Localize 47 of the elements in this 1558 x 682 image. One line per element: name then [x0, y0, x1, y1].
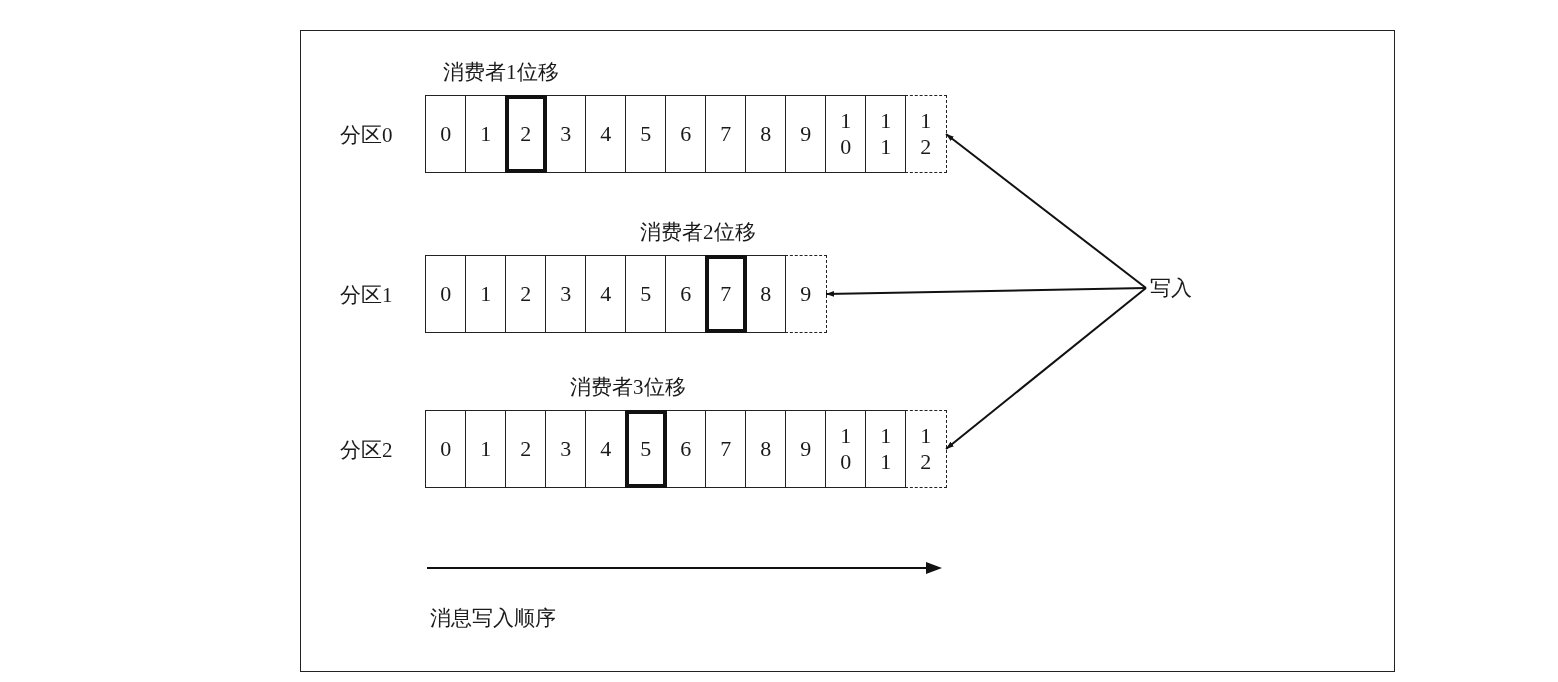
message-cell: 6 — [665, 410, 707, 488]
consumer-offset-label: 消费者2位移 — [640, 219, 756, 246]
message-cell: 4 — [585, 255, 627, 333]
message-cell: 1 — [465, 95, 507, 173]
offset-cell: 7 — [705, 255, 747, 333]
message-cell: 8 — [745, 410, 787, 488]
message-cell: 2 — [505, 410, 547, 488]
write-label: 写入 — [1150, 274, 1192, 302]
partition-label: 分区1 — [340, 282, 393, 309]
message-cell: 8 — [745, 95, 787, 173]
message-cell: 5 — [625, 255, 667, 333]
message-cell: 2 — [505, 255, 547, 333]
message-cell: 0 — [425, 95, 467, 173]
message-cell: 4 — [585, 95, 627, 173]
message-cell: 3 — [545, 95, 587, 173]
message-cell: 7 — [705, 95, 747, 173]
partition-label: 分区2 — [340, 437, 393, 464]
partition-label: 分区0 — [340, 122, 393, 149]
message-cell: 0 — [425, 410, 467, 488]
message-cell: 11 — [865, 410, 907, 488]
next-write-cell: 9 — [785, 255, 827, 333]
message-cell: 3 — [545, 410, 587, 488]
message-cell: 4 — [585, 410, 627, 488]
message-cell: 8 — [745, 255, 787, 333]
message-cell: 7 — [705, 410, 747, 488]
message-cell: 11 — [865, 95, 907, 173]
next-write-cell: 12 — [905, 410, 947, 488]
message-cell: 0 — [425, 255, 467, 333]
axis-label: 消息写入顺序 — [430, 605, 556, 632]
offset-cell: 5 — [625, 410, 667, 488]
consumer-offset-label: 消费者3位移 — [570, 374, 686, 401]
message-cell: 10 — [825, 95, 867, 173]
consumer-offset-label: 消费者1位移 — [443, 59, 559, 86]
message-cell: 3 — [545, 255, 587, 333]
message-cell: 9 — [785, 95, 827, 173]
next-write-cell: 12 — [905, 95, 947, 173]
arrow — [945, 133, 1147, 289]
offset-cell: 2 — [505, 95, 547, 173]
message-cell: 1 — [465, 410, 507, 488]
arrow — [945, 287, 1147, 450]
message-cell: 10 — [825, 410, 867, 488]
message-cell: 9 — [785, 410, 827, 488]
message-cell: 1 — [465, 255, 507, 333]
message-cell: 5 — [625, 95, 667, 173]
message-cell: 6 — [665, 95, 707, 173]
arrow — [825, 287, 1147, 297]
message-cell: 6 — [665, 255, 707, 333]
